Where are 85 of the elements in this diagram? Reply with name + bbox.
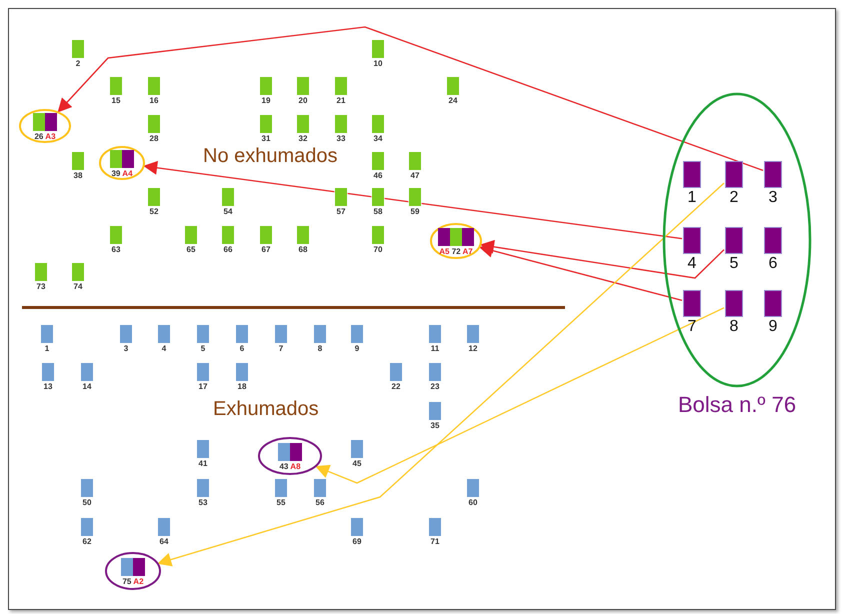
sample-number: 5: [728, 255, 740, 273]
grave-number: 3: [122, 344, 130, 353]
grave-number: 4: [160, 344, 168, 353]
grave-number: 31: [260, 134, 272, 143]
sample-code: A5: [439, 247, 450, 256]
grave-number: 12: [468, 344, 478, 353]
grave-number: 11: [430, 344, 440, 353]
grave-number: 68: [298, 245, 308, 254]
grave-number: 56: [314, 498, 326, 507]
sample-number: 8: [728, 318, 740, 336]
sample-number: 1: [686, 189, 698, 207]
grave-number: 70: [372, 245, 384, 254]
grave-number: 54: [222, 207, 234, 216]
grave-number: 69: [352, 537, 362, 546]
grave-number: 8: [316, 344, 324, 353]
grave-number: 64: [158, 537, 170, 546]
grave-number: 55: [276, 498, 286, 507]
sample-code: A4: [122, 169, 133, 178]
grave-number: 17: [198, 382, 208, 391]
grave-number: 43: [279, 462, 288, 471]
arrow: [157, 182, 724, 566]
grave-number: 62: [82, 537, 92, 546]
sample-code: A7: [462, 247, 473, 256]
grave-number: 35: [430, 421, 440, 430]
grave-number: 75: [122, 577, 132, 586]
sample-number: 2: [728, 189, 740, 207]
grave-number: 7: [278, 344, 284, 353]
grave-number: 39: [111, 169, 120, 178]
grave-number: 23: [430, 382, 440, 391]
grave-number: 21: [336, 96, 346, 105]
grave-number: 47: [410, 171, 420, 180]
arrow: [478, 244, 682, 302]
grave-number: 16: [148, 96, 160, 105]
grave-number: 63: [110, 245, 122, 254]
grave-number: 24: [448, 96, 458, 105]
grave-number: 14: [82, 382, 92, 391]
section-label: Exhumados: [213, 398, 319, 421]
grave-number: 26: [34, 132, 44, 141]
section-label: No exhumados: [203, 145, 338, 168]
grave-number: 13: [42, 382, 54, 391]
arrow: [315, 307, 724, 484]
grave-number: 73: [36, 282, 46, 291]
grave-number: 53: [198, 498, 208, 507]
sample-code: A3: [45, 132, 56, 141]
sample-code: A2: [133, 577, 144, 586]
grave-number: 15: [110, 96, 122, 105]
grave-number: 10: [372, 59, 384, 68]
grave-number: 72: [452, 247, 461, 256]
grave-number: 1: [44, 344, 50, 353]
grave-number: 74: [72, 282, 84, 291]
grave-number: 45: [352, 459, 362, 468]
grave-number: 2: [74, 59, 82, 68]
arrow: [143, 160, 682, 240]
grave-number: 6: [238, 344, 246, 353]
grave-number: 41: [198, 459, 208, 468]
grave-number: 66: [222, 245, 234, 254]
grave-number: 38: [72, 171, 84, 180]
sample-number: 9: [768, 318, 778, 336]
arrow: [58, 26, 764, 172]
bag-title: Bolsa n.º 76: [676, 392, 798, 418]
grave-number: 19: [260, 96, 272, 105]
grave-number: 58: [372, 207, 384, 216]
grave-number: 32: [298, 134, 308, 143]
grave-number: 67: [260, 245, 272, 254]
grave-number: 28: [148, 134, 160, 143]
grave-number: 46: [372, 171, 384, 180]
grave-number: 50: [82, 498, 92, 507]
arrow: [480, 240, 724, 279]
grave-number: 65: [186, 245, 196, 254]
grave-number: 33: [336, 134, 346, 143]
grave-number: 20: [298, 96, 308, 105]
grave-number: 52: [148, 207, 160, 216]
grave-number: 57: [336, 207, 346, 216]
sample-number: 6: [768, 255, 778, 273]
grave-number: 5: [200, 344, 206, 353]
grave-number: 9: [354, 344, 360, 353]
sample-number: 3: [768, 189, 778, 207]
grave-number: 22: [390, 382, 402, 391]
grave-number: 34: [372, 134, 384, 143]
sample-code: A8: [290, 462, 301, 471]
sample-number: 4: [686, 255, 698, 273]
grave-number: 60: [468, 498, 478, 507]
grave-number: 59: [410, 207, 420, 216]
grave-number: 18: [236, 382, 248, 391]
grave-number: 71: [430, 537, 440, 546]
